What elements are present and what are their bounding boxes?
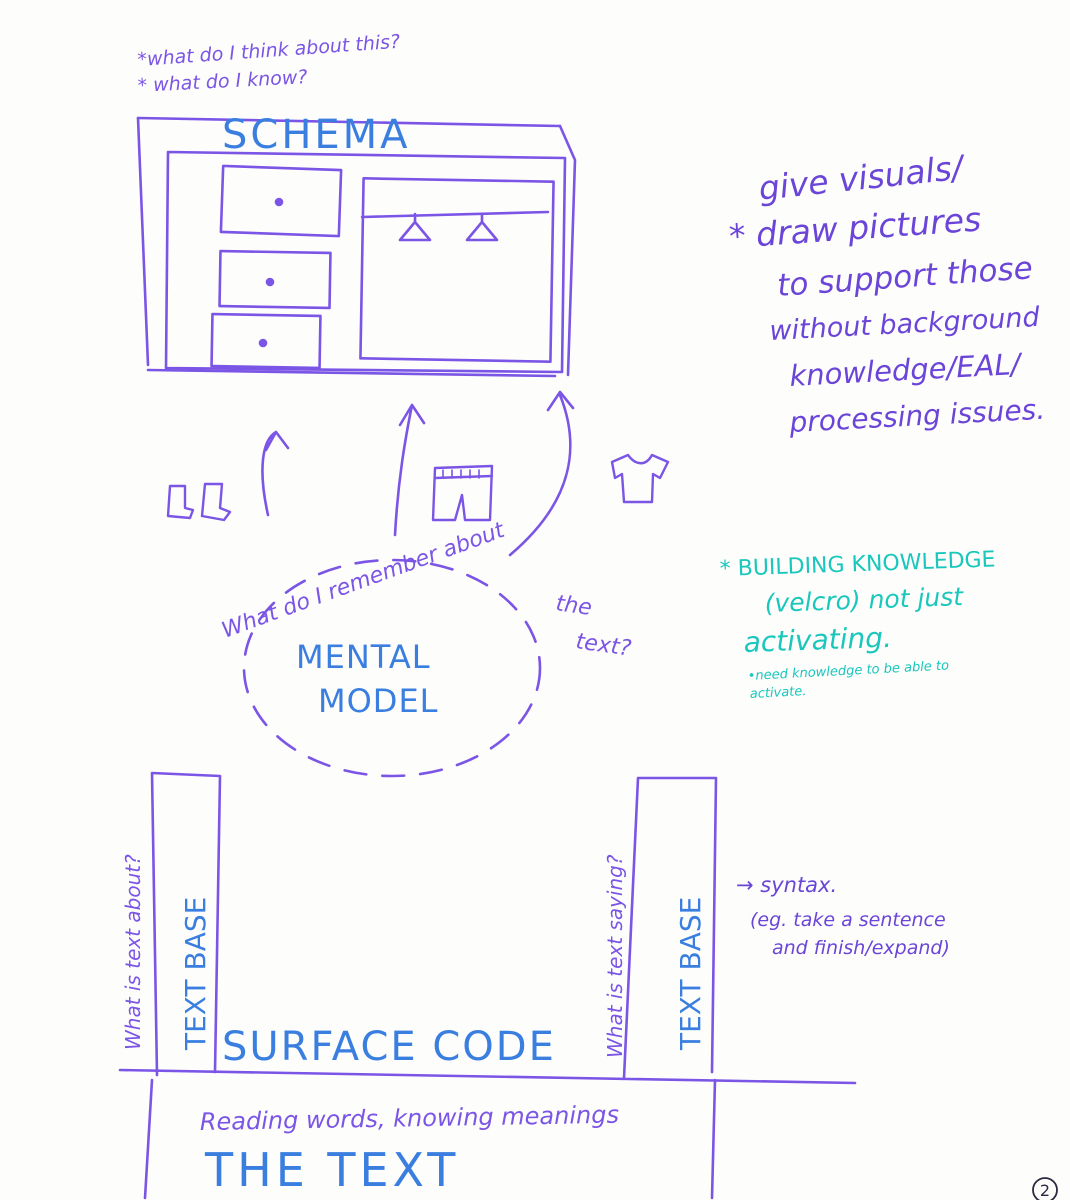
page-number: 2: [1040, 1181, 1050, 1200]
tshirt-icon: [610, 453, 670, 504]
the-text-subtitle: Reading words, knowing meanings: [200, 1101, 620, 1136]
schema-question-2: * what do I know?: [137, 66, 308, 97]
text-base-left-question: What is text about?: [121, 854, 145, 1050]
building-knowledge-note-1: •need knowledge to be able to: [747, 658, 949, 684]
drawer-1: [219, 164, 343, 238]
drawer-knob-3: [258, 338, 268, 348]
wardrobe-right-side: [558, 124, 577, 377]
hanging-rail: [360, 210, 550, 219]
mental-model-dashed-circle: [242, 558, 542, 778]
wardrobe-top-edge: [136, 116, 562, 128]
text-base-right-question: What is text saying?: [603, 854, 627, 1058]
arrow-up-right: [508, 390, 575, 557]
visuals-note-line-2: * draw pictures: [728, 199, 982, 256]
mental-model-question-left: What do I remember about: [219, 518, 510, 644]
surface-code-baseline: [118, 1068, 857, 1085]
wardrobe-closet-door: [359, 177, 555, 363]
building-knowledge-line-3: activating.: [743, 621, 892, 659]
visuals-note-line-5: knowledge/EAL/: [789, 347, 1025, 393]
building-knowledge-line-1: * BUILDING KNOWLEDGE: [719, 547, 996, 582]
drawer-2: [218, 249, 332, 310]
building-knowledge-line-2: (velcro) not just: [764, 582, 964, 618]
visuals-note-line-6: processing issues.: [788, 393, 1046, 439]
syntax-line-3: and finish/expand): [772, 937, 950, 959]
mental-model-title-2: MODEL: [318, 682, 438, 720]
drawer-3: [210, 312, 322, 370]
drawer-knob-2: [265, 277, 275, 287]
arrow-up-left: [261, 430, 290, 517]
drawer-knob-1: [274, 197, 284, 207]
text-base-right-column: [622, 776, 718, 1080]
mental-model-question-right-2: text?: [574, 629, 633, 662]
the-text-title: THE TEXT: [204, 1143, 459, 1197]
surface-code-label: SURFACE CODE: [222, 1024, 556, 1070]
mental-model-question-right-1: the: [554, 591, 593, 621]
visuals-note-line-4: without background: [769, 302, 1041, 347]
the-text-box: [143, 1078, 717, 1200]
schema-title: SCHEMA: [222, 112, 411, 158]
text-base-left-label: TEXT BASE: [179, 897, 212, 1051]
hanger-icon: [398, 212, 499, 242]
visuals-note-line-3: to support those: [776, 250, 1034, 304]
schema-wardrobe: [136, 116, 577, 378]
wardrobe-inner-frame: [164, 150, 567, 374]
mental-model-title-1: MENTAL: [296, 638, 431, 676]
socks-icon: [166, 482, 232, 522]
building-knowledge-note-2: activate.: [749, 684, 806, 702]
text-base-right-label: TEXT BASE: [674, 897, 707, 1051]
arrow-up-middle: [393, 403, 426, 537]
shorts-icon: [431, 464, 494, 522]
syntax-line-2: (eg. take a sentence: [750, 909, 946, 931]
syntax-line-1: → syntax.: [736, 873, 837, 897]
wardrobe-bottom-edge: [146, 368, 557, 378]
schema-question-1: *what do I think about this?: [137, 31, 401, 71]
text-base-left-column: [150, 771, 222, 1077]
page-number-circle: [1032, 1177, 1058, 1200]
wardrobe-left-side: [136, 116, 150, 367]
visuals-note-line-1: give visuals/: [757, 147, 969, 208]
